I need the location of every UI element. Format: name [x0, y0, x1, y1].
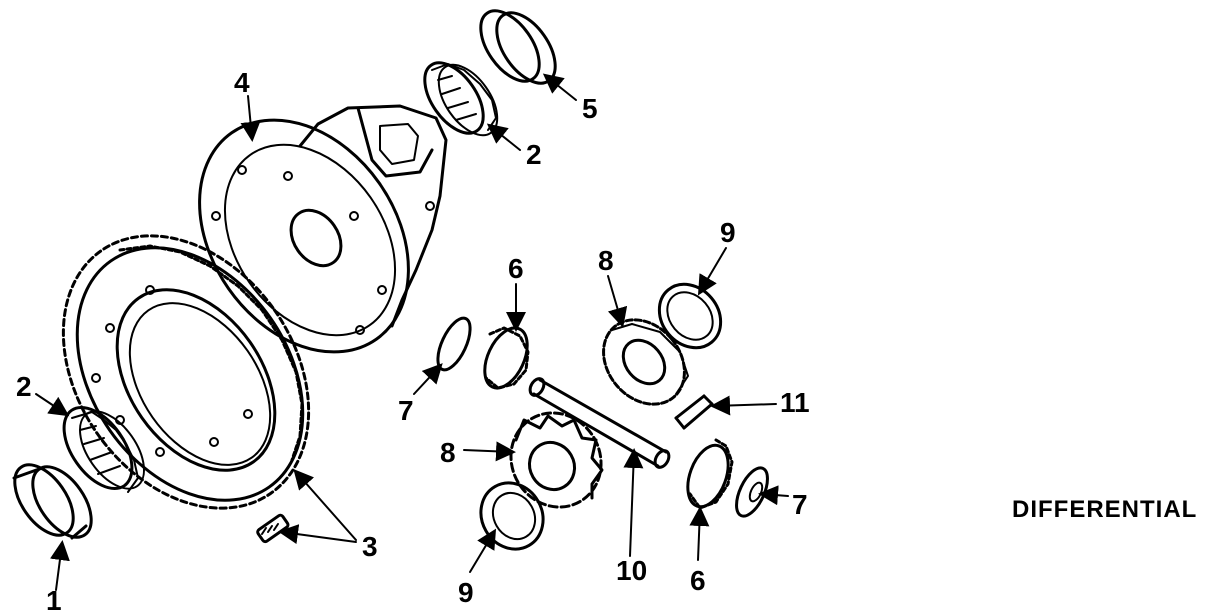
side-gear-upper: [602, 318, 689, 406]
leader-4: [240, 95, 261, 142]
leader-10: [623, 448, 644, 557]
callout-labels: 1 2 2 3 4 5 6 6 7 7 8 8 9 9 10 11: [16, 67, 810, 616]
differential-case: [198, 104, 448, 354]
bearing-race-upper: [479, 9, 557, 85]
callout-9-lower: 9: [458, 577, 474, 608]
callout-6-left: 6: [508, 253, 524, 284]
pinion-gear-right: [686, 438, 734, 510]
callout-7-right: 7: [792, 489, 808, 520]
callout-8-upper: 8: [598, 245, 614, 276]
roller-bearing-upper: [423, 61, 499, 137]
leader-5: [542, 73, 577, 101]
callout-9-upper: 9: [720, 217, 736, 248]
ring-gear: [61, 234, 311, 510]
callout-11: 11: [780, 387, 810, 418]
leader-3b: [278, 524, 357, 545]
callout-10: 10: [616, 555, 647, 586]
ring-gear-teeth: [118, 244, 304, 462]
leader-3a: [293, 469, 357, 541]
leader-lines: [35, 73, 789, 591]
callout-7-left: 7: [398, 395, 414, 426]
leader-8b: [463, 441, 516, 462]
thrust-washer-right: [735, 466, 769, 518]
diagram-title: DIFFERENTIAL: [1012, 496, 1198, 523]
leader-8a: [607, 275, 628, 328]
side-gear-lower: [509, 411, 604, 509]
leader-11: [710, 395, 777, 416]
roller-bearing-left: [62, 405, 145, 493]
leader-6b: [689, 506, 710, 561]
pinion-gear-left: [483, 326, 530, 390]
callout-6-right: 6: [690, 565, 706, 596]
callout-2-left: 2: [16, 371, 32, 402]
leader-7a: [413, 363, 443, 395]
callout-2-upper: 2: [526, 139, 542, 170]
callout-1: 1: [46, 585, 62, 616]
side-gear-washer-upper: [657, 282, 723, 350]
lock-pin: [674, 394, 714, 430]
bearing-race-left: [12, 463, 93, 540]
leader-9a: [697, 247, 727, 296]
ring-gear-bolt: [256, 513, 290, 544]
leader-7b: [758, 485, 789, 506]
leader-2a: [35, 393, 70, 417]
callout-8-lower: 8: [440, 437, 456, 468]
callout-4: 4: [234, 67, 250, 98]
leader-2b: [486, 123, 521, 151]
leader-1: [50, 540, 70, 591]
leader-9b: [469, 528, 497, 573]
callout-5: 5: [582, 93, 598, 124]
thrust-washer-left: [436, 316, 472, 372]
callout-3: 3: [362, 531, 378, 562]
